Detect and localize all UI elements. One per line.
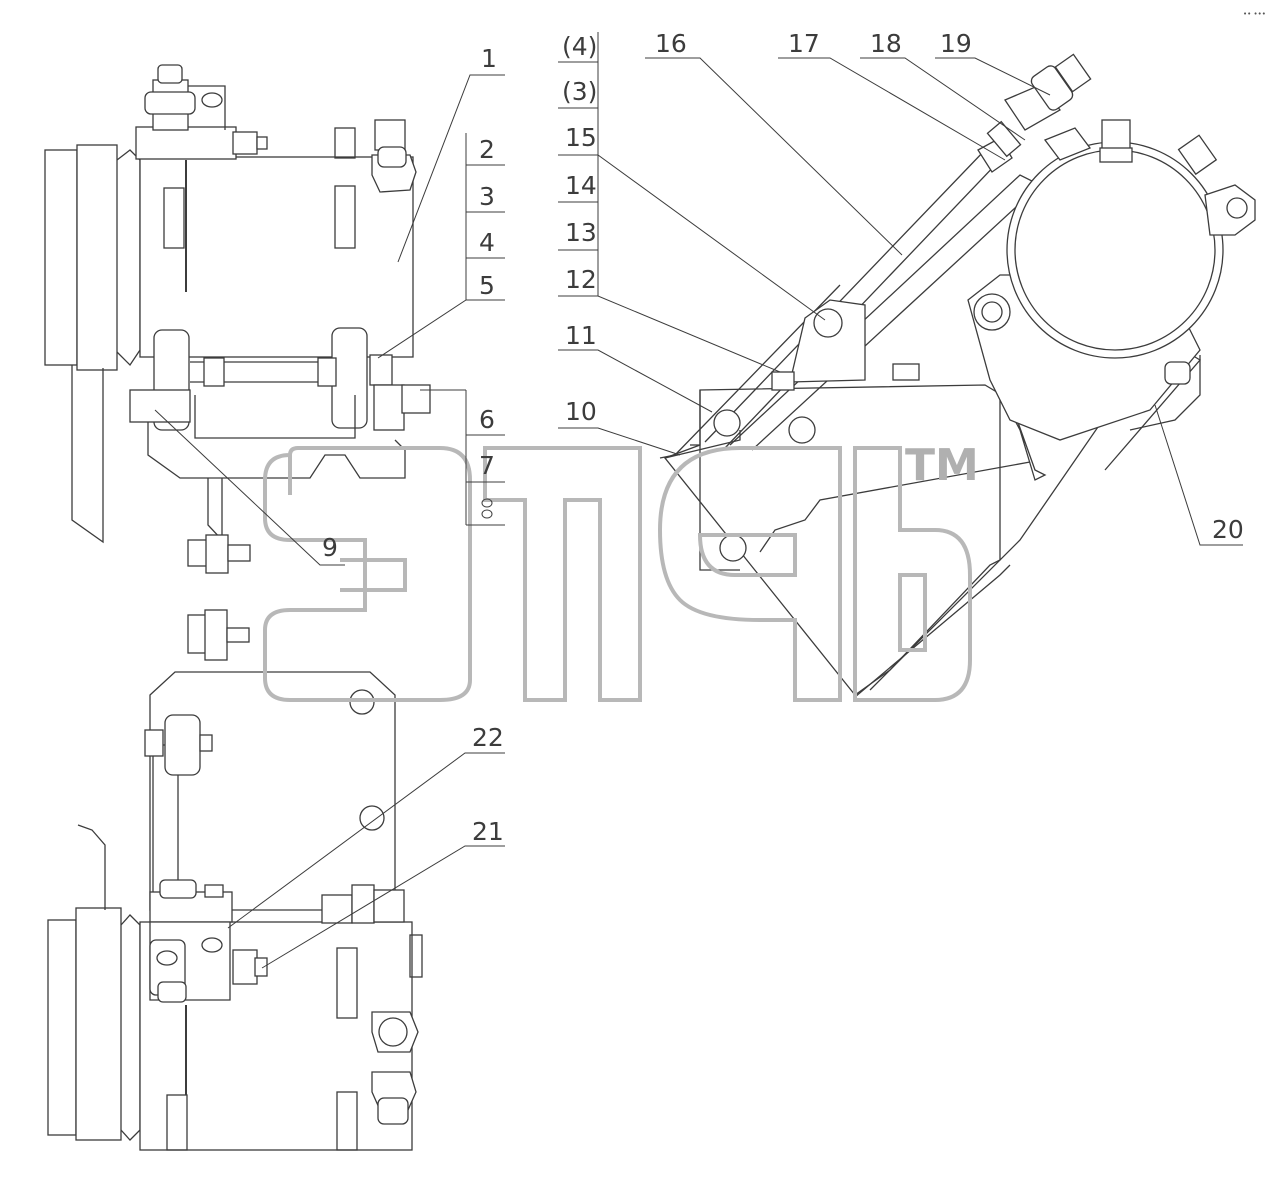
label-22: 22 xyxy=(472,723,504,752)
label-9: 9 xyxy=(322,533,338,562)
corner-mark: •• ••• xyxy=(1243,10,1266,18)
label-21: 21 xyxy=(472,817,504,846)
label-6: 6 xyxy=(479,405,495,434)
side-view-assembly xyxy=(47,609,423,1151)
leader-lines xyxy=(154,32,1243,969)
label-20: 20 xyxy=(1212,515,1244,544)
label-11: 11 xyxy=(565,321,597,350)
label-5: 5 xyxy=(479,271,495,300)
label-12: 12 xyxy=(565,265,597,294)
label-4-paren: (4) xyxy=(562,32,597,61)
label-17: 17 xyxy=(788,29,820,58)
right-view-assembly xyxy=(659,53,1256,698)
label-19: 19 xyxy=(940,29,972,58)
top-view-assembly xyxy=(44,64,431,574)
label-2: 2 xyxy=(479,135,495,164)
label-16: 16 xyxy=(655,29,687,58)
label-18: 18 xyxy=(870,29,902,58)
label-3-paren: (3) xyxy=(562,77,597,106)
label-1: 1 xyxy=(481,44,497,73)
label-13: 13 xyxy=(565,218,597,247)
label-7: 7 xyxy=(479,451,495,480)
label-4: 4 xyxy=(479,228,495,257)
watermark-logo: TM xyxy=(263,440,979,702)
label-10: 10 xyxy=(565,397,597,426)
label-14: 14 xyxy=(565,171,597,200)
part-labels: 1 2 3 4 5 6 7 9 (4) (3) 15 14 13 12 11 1… xyxy=(322,10,1266,846)
label-15: 15 xyxy=(565,123,597,152)
trademark-symbol: TM xyxy=(905,440,979,491)
label-3: 3 xyxy=(479,182,495,211)
